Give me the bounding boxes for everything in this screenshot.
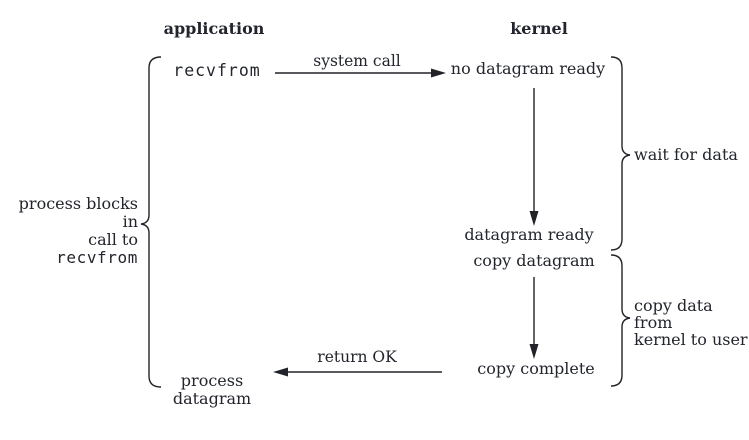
copy-data-line2: kernel to user (634, 330, 748, 349)
wait-for-data-brace (610, 56, 631, 251)
kernel-column-header: kernel (510, 19, 568, 38)
process-datagram-label: process datagram (173, 372, 251, 408)
return-ok-arrow-label: return OK (317, 348, 397, 366)
copy-down-arrow (529, 277, 539, 359)
process-blocks-line2-prefix: call to (88, 230, 138, 249)
recvfrom-call-label: recvfrom (173, 61, 261, 80)
system-call-arrow-label: system call (313, 52, 401, 70)
application-column-header: application (163, 19, 265, 38)
process-blocks-line1: process blocks in (18, 194, 138, 231)
kernel-state-datagram-ready: datagram ready (464, 225, 594, 244)
left-brace (140, 56, 162, 388)
kernel-state-copy-datagram: copy datagram (473, 251, 595, 270)
return-ok-arrow (273, 367, 442, 377)
wait-down-arrow (529, 88, 539, 226)
system-call-arrow (275, 68, 446, 78)
process-blocks-line2-code: recvfrom (56, 248, 138, 267)
process-datagram-line1: process (180, 371, 244, 390)
kernel-state-no-datagram-ready: no datagram ready (450, 59, 606, 78)
wait-for-data-label: wait for data (634, 145, 738, 164)
process-datagram-line2: datagram (172, 389, 252, 408)
copy-data-line1: copy data from (634, 296, 713, 332)
copy-data-label: copy data from kernel to user (634, 297, 749, 348)
copy-data-brace (610, 254, 631, 387)
process-blocks-label: process blocks in call to recvfrom (10, 195, 138, 267)
kernel-state-copy-complete: copy complete (477, 359, 595, 378)
